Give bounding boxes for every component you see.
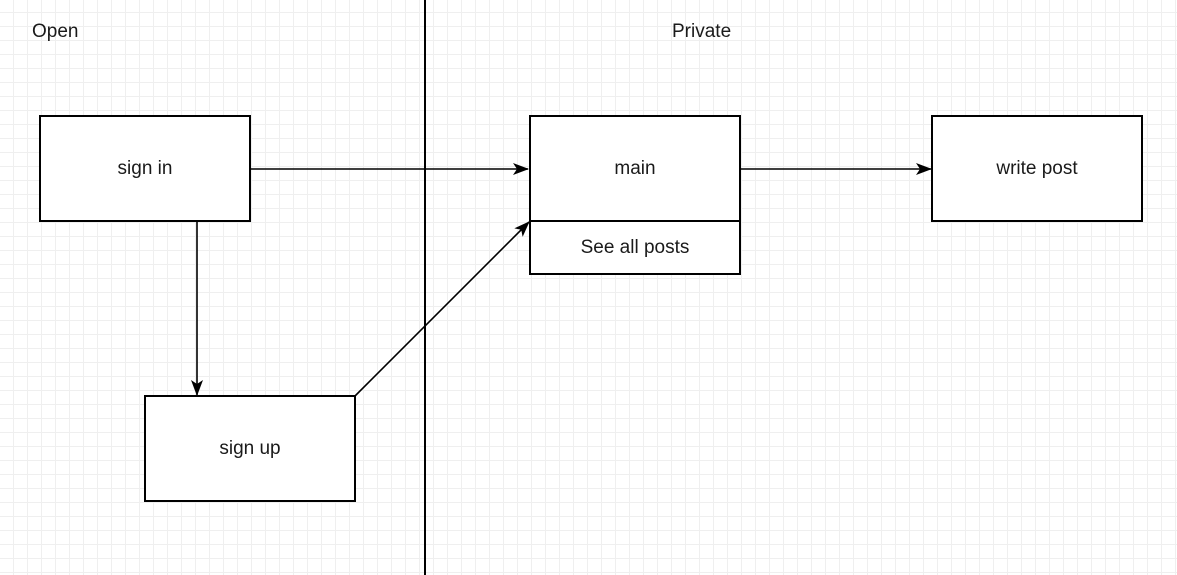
node-sign-in[interactable]: sign in <box>39 115 251 222</box>
open-zone-label: Open <box>32 21 79 42</box>
edge-sign-up-to-main <box>354 221 530 397</box>
node-see-all-posts-label: See all posts <box>580 236 690 258</box>
node-main-label: main <box>614 157 656 179</box>
private-zone-label: Private <box>672 21 732 42</box>
node-write-post[interactable]: write post <box>931 115 1143 222</box>
node-write-post-label: write post <box>996 157 1078 179</box>
node-see-all-posts[interactable]: See all posts <box>529 220 741 275</box>
node-sign-up[interactable]: sign up <box>144 395 356 502</box>
node-sign-up-label: sign up <box>219 437 281 459</box>
node-main[interactable]: main <box>529 115 741 222</box>
node-sign-in-label: sign in <box>117 157 173 179</box>
